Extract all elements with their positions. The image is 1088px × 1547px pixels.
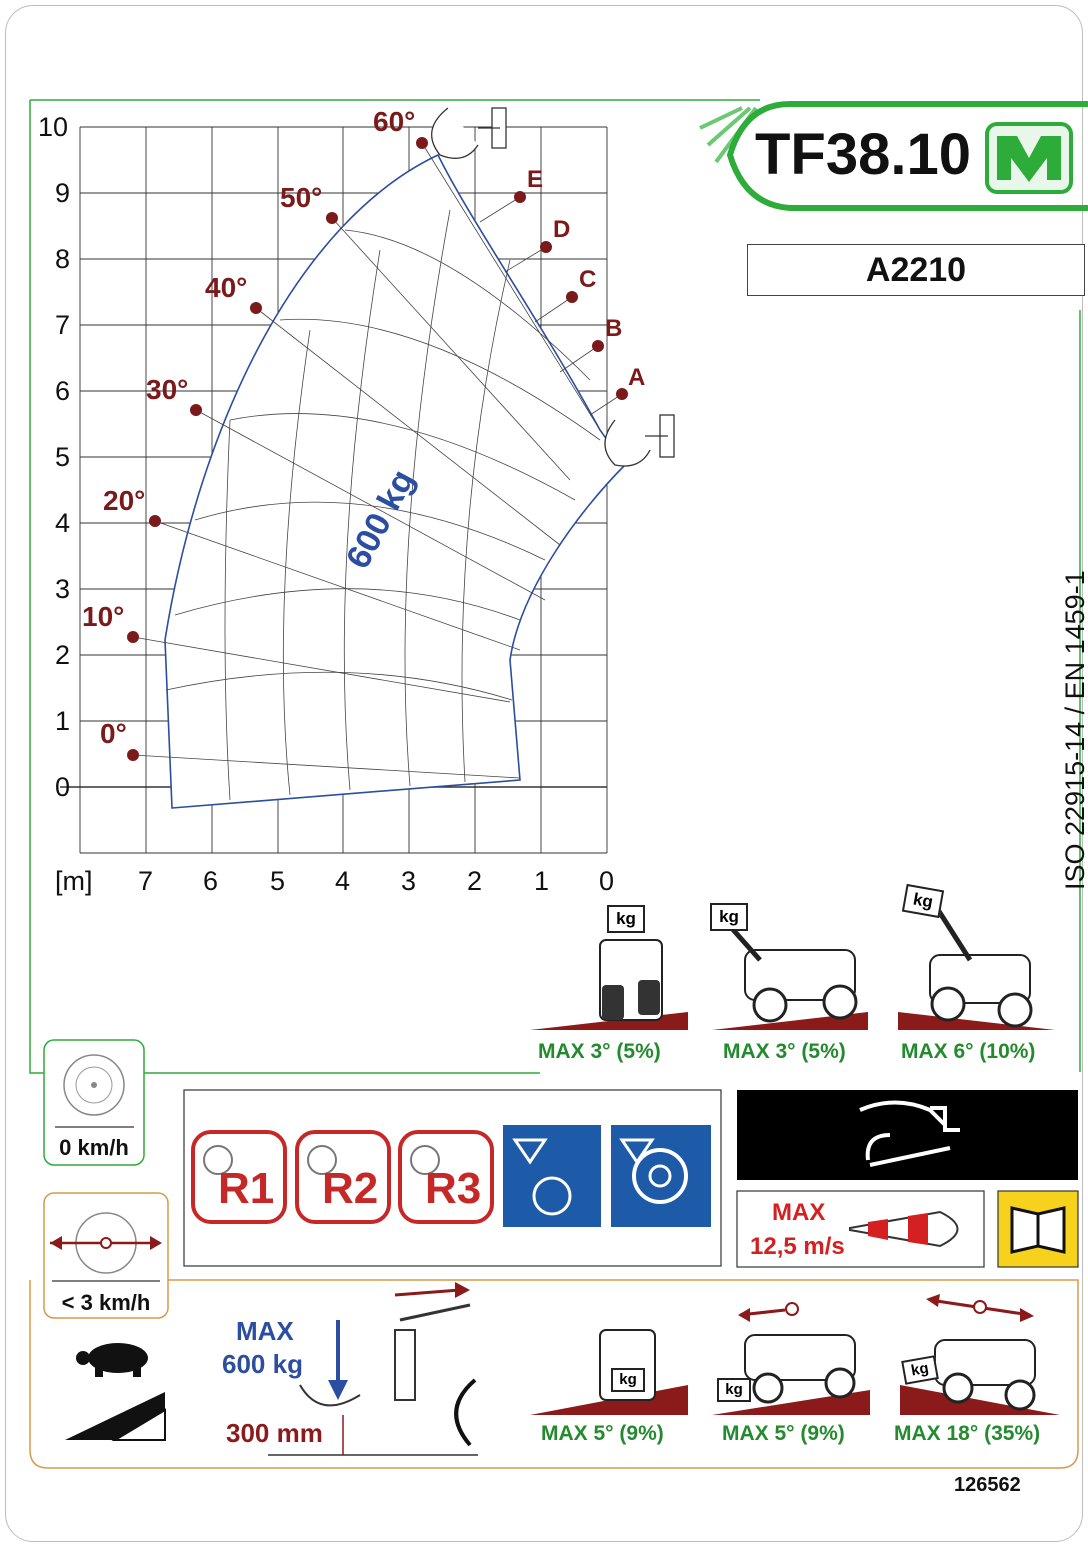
travel-slope-caption: MAX 18° (35%) (894, 1422, 1041, 1445)
y-tick: 3 (55, 574, 71, 604)
travel-max-load: 600 kg (222, 1349, 303, 1379)
y-tick: 0 (55, 772, 71, 802)
y-tick: 10 (38, 112, 69, 142)
speed-badge-slow (43, 1192, 169, 1319)
slope-illustrations-top (530, 903, 1055, 1030)
zone-label: B (605, 315, 623, 342)
slope-caption: MAX 3° (5%) (538, 1040, 661, 1063)
tyre-pressure-r1: R1 (218, 1164, 275, 1213)
y-tick: 5 (55, 442, 71, 472)
kg-badge: kg (607, 905, 645, 933)
angle-label: 30° (146, 374, 189, 405)
tyre-pressure-r2: R2 (322, 1164, 379, 1213)
wind-max-label: MAX (772, 1199, 826, 1226)
model-title: TF38.10 (755, 122, 971, 187)
angle-label: 0° (100, 718, 127, 749)
chart-frame (29, 100, 540, 1074)
x-unit: [m] (55, 866, 93, 896)
standard-label: ISO 22915-14 / EN 1459-1 (1060, 570, 1088, 890)
zone-label: C (579, 266, 597, 293)
x-tick: 6 (203, 866, 219, 896)
kg-badge: kg (710, 903, 748, 931)
speed-slow-label: < 3 km/h (61, 1290, 151, 1315)
angle-label: 40° (205, 272, 248, 303)
tyre-pressure-r3: R3 (425, 1164, 482, 1213)
kg-badge: kg (611, 1368, 645, 1392)
slope-caption: MAX 3° (5%) (723, 1040, 846, 1063)
y-tick: 2 (55, 640, 71, 670)
wind-panel (736, 1190, 1079, 1268)
x-tick: 5 (270, 866, 286, 896)
fork-height-diagram (268, 1282, 478, 1456)
speed-badge-stationary (43, 1039, 145, 1166)
load-envelope (132, 107, 675, 809)
x-tick: 4 (335, 866, 351, 896)
marker-dots (127, 137, 628, 761)
angle-label: 10° (82, 601, 125, 632)
model-badge (699, 101, 1088, 211)
y-tick: 8 (55, 244, 71, 274)
x-tick: 3 (401, 866, 417, 896)
slope-caption: MAX 6° (10%) (901, 1040, 1036, 1063)
travel-slope-caption: MAX 5° (9%) (722, 1422, 845, 1445)
angle-label: 60° (373, 106, 416, 137)
zone-label: A (628, 364, 646, 391)
y-tick: 7 (55, 310, 71, 340)
turtle-icon (76, 1343, 148, 1377)
travel-slope-caption: MAX 5° (9%) (541, 1422, 664, 1445)
x-tick: 2 (467, 866, 483, 896)
x-tick: 7 (138, 866, 154, 896)
travel-max-label: MAX (236, 1316, 294, 1346)
x-tick: 0 (599, 866, 615, 896)
angle-label: 50° (280, 182, 323, 213)
speed-stationary-label: 0 km/h (59, 1135, 129, 1160)
zone-label: D (553, 216, 571, 243)
y-tick: 1 (55, 706, 71, 736)
kg-badge: kg (717, 1378, 751, 1402)
travel-height: 300 mm (226, 1418, 323, 1448)
tyre-panel (183, 1089, 722, 1267)
zone-label: E (527, 166, 544, 193)
y-tick: 6 (55, 376, 71, 406)
y-tick: 9 (55, 178, 71, 208)
model-code: A2210 (747, 244, 1085, 296)
attachment-panel (737, 1090, 1078, 1180)
x-tick: 1 (534, 866, 550, 896)
y-tick: 4 (55, 508, 71, 538)
slope-illustrations-bottom (530, 1294, 1060, 1415)
angle-label: 20° (103, 485, 146, 516)
wind-speed-label: 12,5 m/s (750, 1233, 845, 1260)
part-number: 126562 (954, 1474, 1021, 1496)
travel-frame (29, 1279, 1079, 1469)
